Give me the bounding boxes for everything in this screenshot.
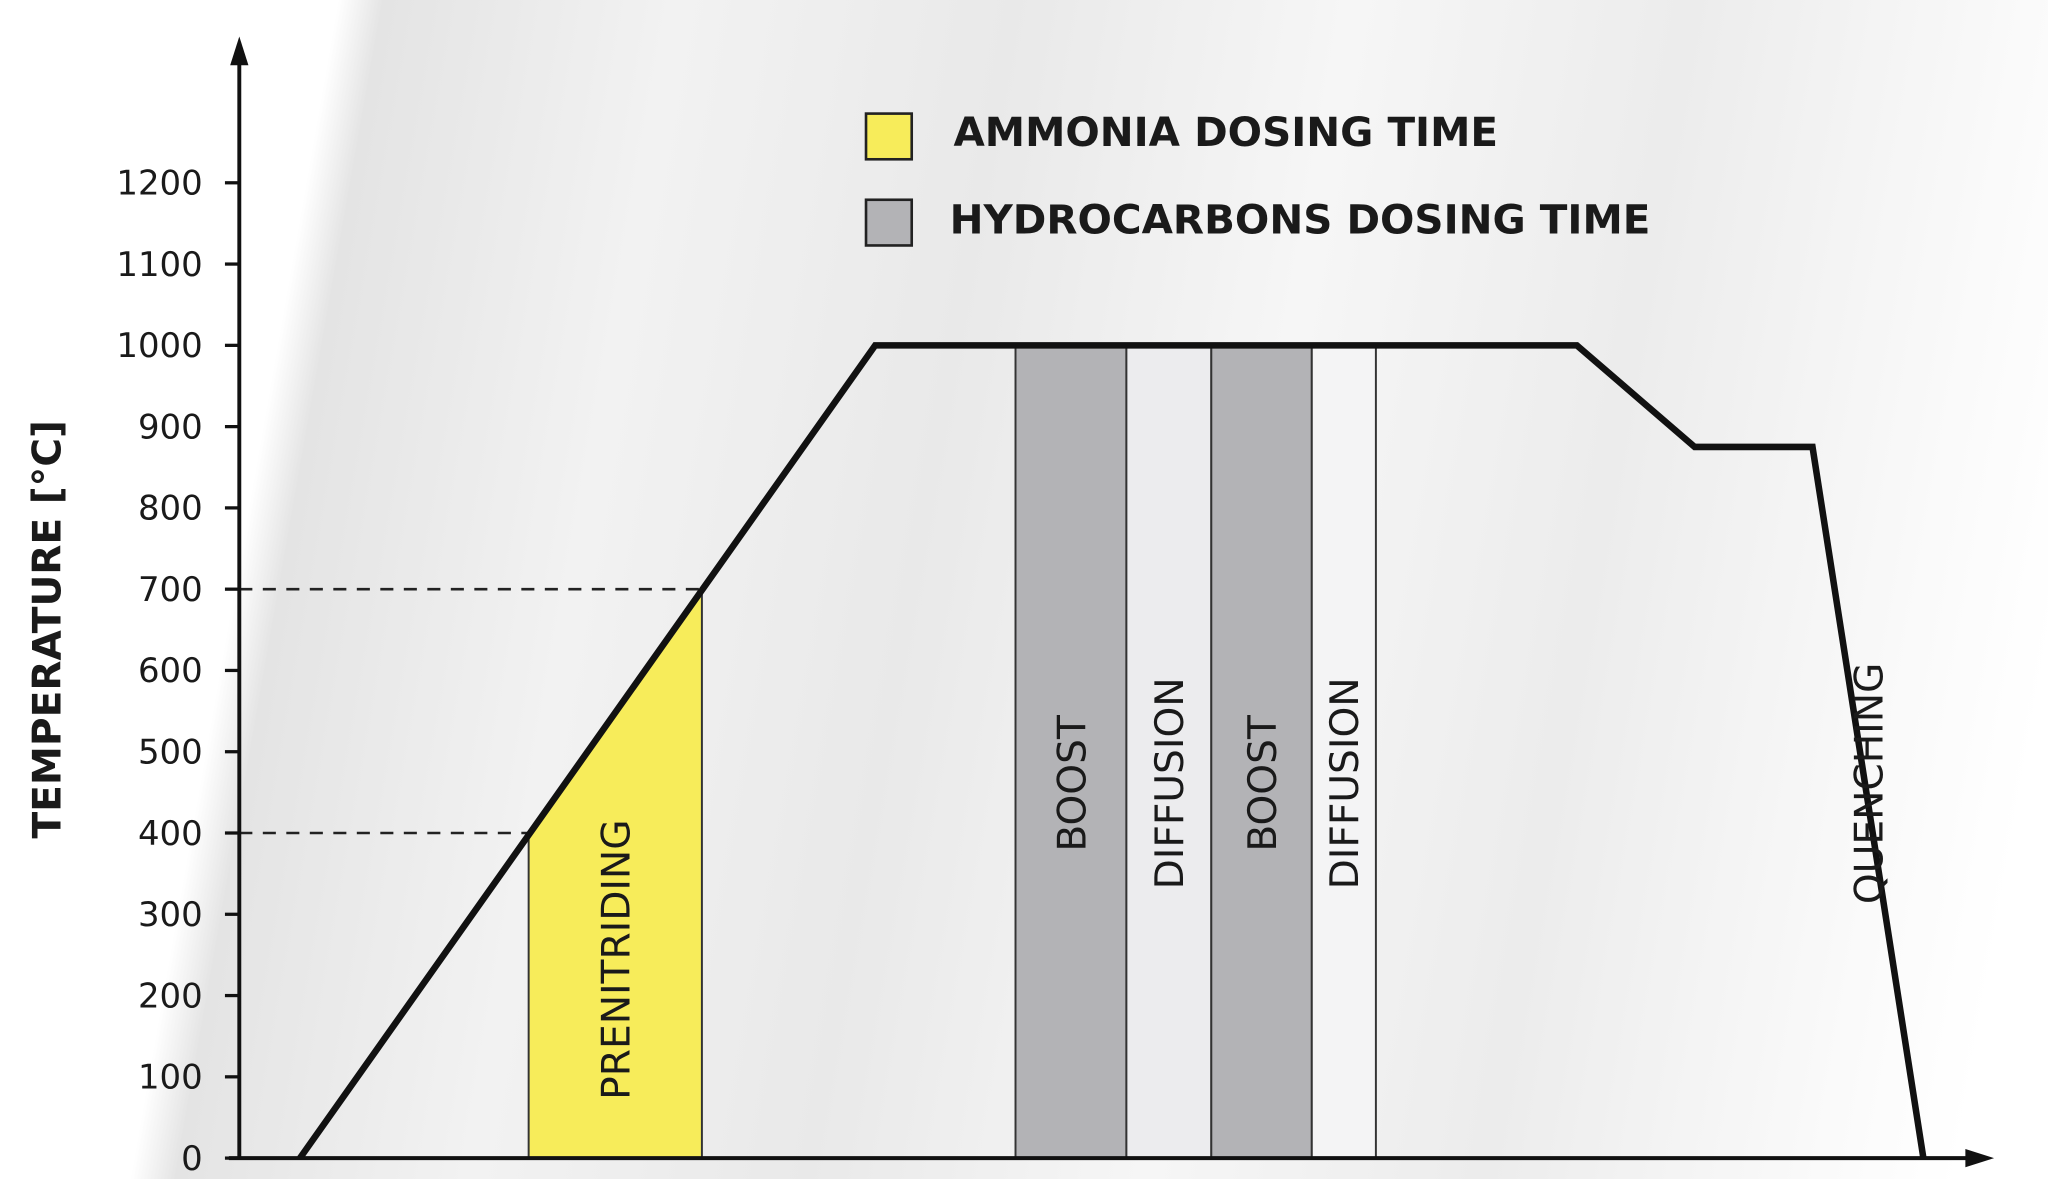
y-axis-label: TEMPERATURE [°C] bbox=[25, 420, 70, 838]
y-tick-label: 500 bbox=[138, 732, 203, 772]
legend-label-hydrocarbons: HYDROCARBONS DOSING TIME bbox=[950, 196, 1651, 244]
y-axis-arrow bbox=[230, 36, 249, 66]
phase-labels: PRENITRIDING BOOST DIFFUSION BOOST DIFFUSION… bbox=[595, 663, 1893, 1100]
phase-label-boost: BOOST bbox=[1241, 714, 1286, 852]
phase-label-diffusion: DIFFUSION bbox=[1323, 677, 1368, 889]
legend: AMMONIA DOSING TIME HYDROCARBONS DOSING … bbox=[864, 108, 1651, 247]
legend-label-ammonia: AMMONIA DOSING TIME bbox=[953, 108, 1498, 156]
phase-band-diffusion bbox=[1310, 344, 1377, 1160]
reference-lines bbox=[239, 587, 703, 835]
temperature-profile-line bbox=[297, 342, 1927, 1160]
y-tick-label: 400 bbox=[138, 814, 203, 854]
legend-swatch-ammonia bbox=[864, 112, 914, 161]
phase-label-quenching: QUENCHING bbox=[1847, 663, 1892, 904]
phase-band-boost bbox=[1014, 344, 1128, 1160]
y-tick-label: 1200 bbox=[116, 164, 202, 204]
y-tick-label: 700 bbox=[138, 570, 203, 610]
phase-label-boost: BOOST bbox=[1050, 714, 1095, 852]
y-tick-label: 1000 bbox=[116, 326, 202, 366]
y-tick-label: 1100 bbox=[116, 245, 202, 285]
phase-bands bbox=[527, 344, 1377, 1160]
y-tick-label: 600 bbox=[138, 651, 203, 691]
y-tick-label: 900 bbox=[138, 407, 203, 447]
legend-swatch-hydrocarbons bbox=[864, 198, 914, 247]
y-tick-label: 100 bbox=[138, 1058, 203, 1098]
axes bbox=[228, 36, 1995, 1168]
y-tick-label: 300 bbox=[138, 895, 203, 935]
phase-label-prenitriding: PRENITRIDING bbox=[595, 819, 640, 1099]
y-tick-label: 800 bbox=[138, 489, 203, 529]
y-tick-label: 200 bbox=[138, 976, 203, 1016]
y-ticks: 0 100 200 300 400 500 600 700 800 900 1000 1100 1200 bbox=[116, 164, 240, 1179]
phase-label-diffusion: DIFFUSION bbox=[1148, 677, 1193, 889]
y-tick-label: 0 bbox=[181, 1139, 203, 1179]
x-axis-arrow bbox=[1965, 1148, 1995, 1168]
phase-band-boost bbox=[1210, 344, 1313, 1160]
